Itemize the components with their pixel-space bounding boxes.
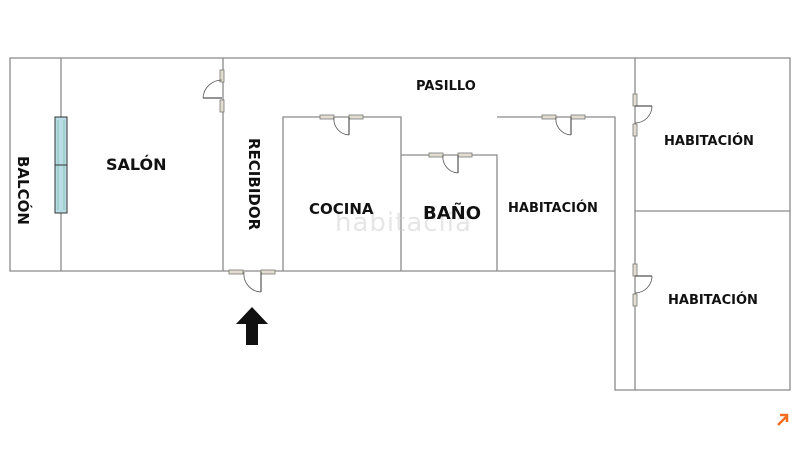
entrance-arrow-icon bbox=[236, 307, 268, 345]
room-label-salon: SALÓN bbox=[106, 155, 167, 174]
room-label-cocina: COCINA bbox=[309, 200, 374, 218]
walls bbox=[9, 57, 791, 391]
brand-arrow-icon bbox=[777, 413, 789, 426]
room-label-pasillo: PASILLO bbox=[416, 79, 476, 94]
door-cocina bbox=[319, 114, 364, 136]
balcony-window bbox=[54, 116, 68, 214]
room-label-habitacion-3: HABITACIÓN bbox=[668, 293, 758, 308]
room-label-balcon: BALCÓN bbox=[14, 156, 32, 225]
room-label-habitacion-1: HABITACIÓN bbox=[508, 201, 598, 216]
room-label-recibidor: RECIBIDOR bbox=[245, 138, 263, 231]
watermark: habitaclia bbox=[335, 208, 472, 238]
door-entrance bbox=[228, 269, 276, 293]
door-habitacion-3 bbox=[632, 263, 653, 307]
door-bano bbox=[428, 152, 473, 174]
door-salon bbox=[202, 69, 225, 113]
room-label-habitacion-2: HABITACIÓN bbox=[664, 134, 754, 149]
door-habitacion-2 bbox=[632, 93, 653, 137]
room-label-bano: BAÑO bbox=[423, 203, 482, 224]
door-habitacion-1 bbox=[541, 114, 586, 136]
